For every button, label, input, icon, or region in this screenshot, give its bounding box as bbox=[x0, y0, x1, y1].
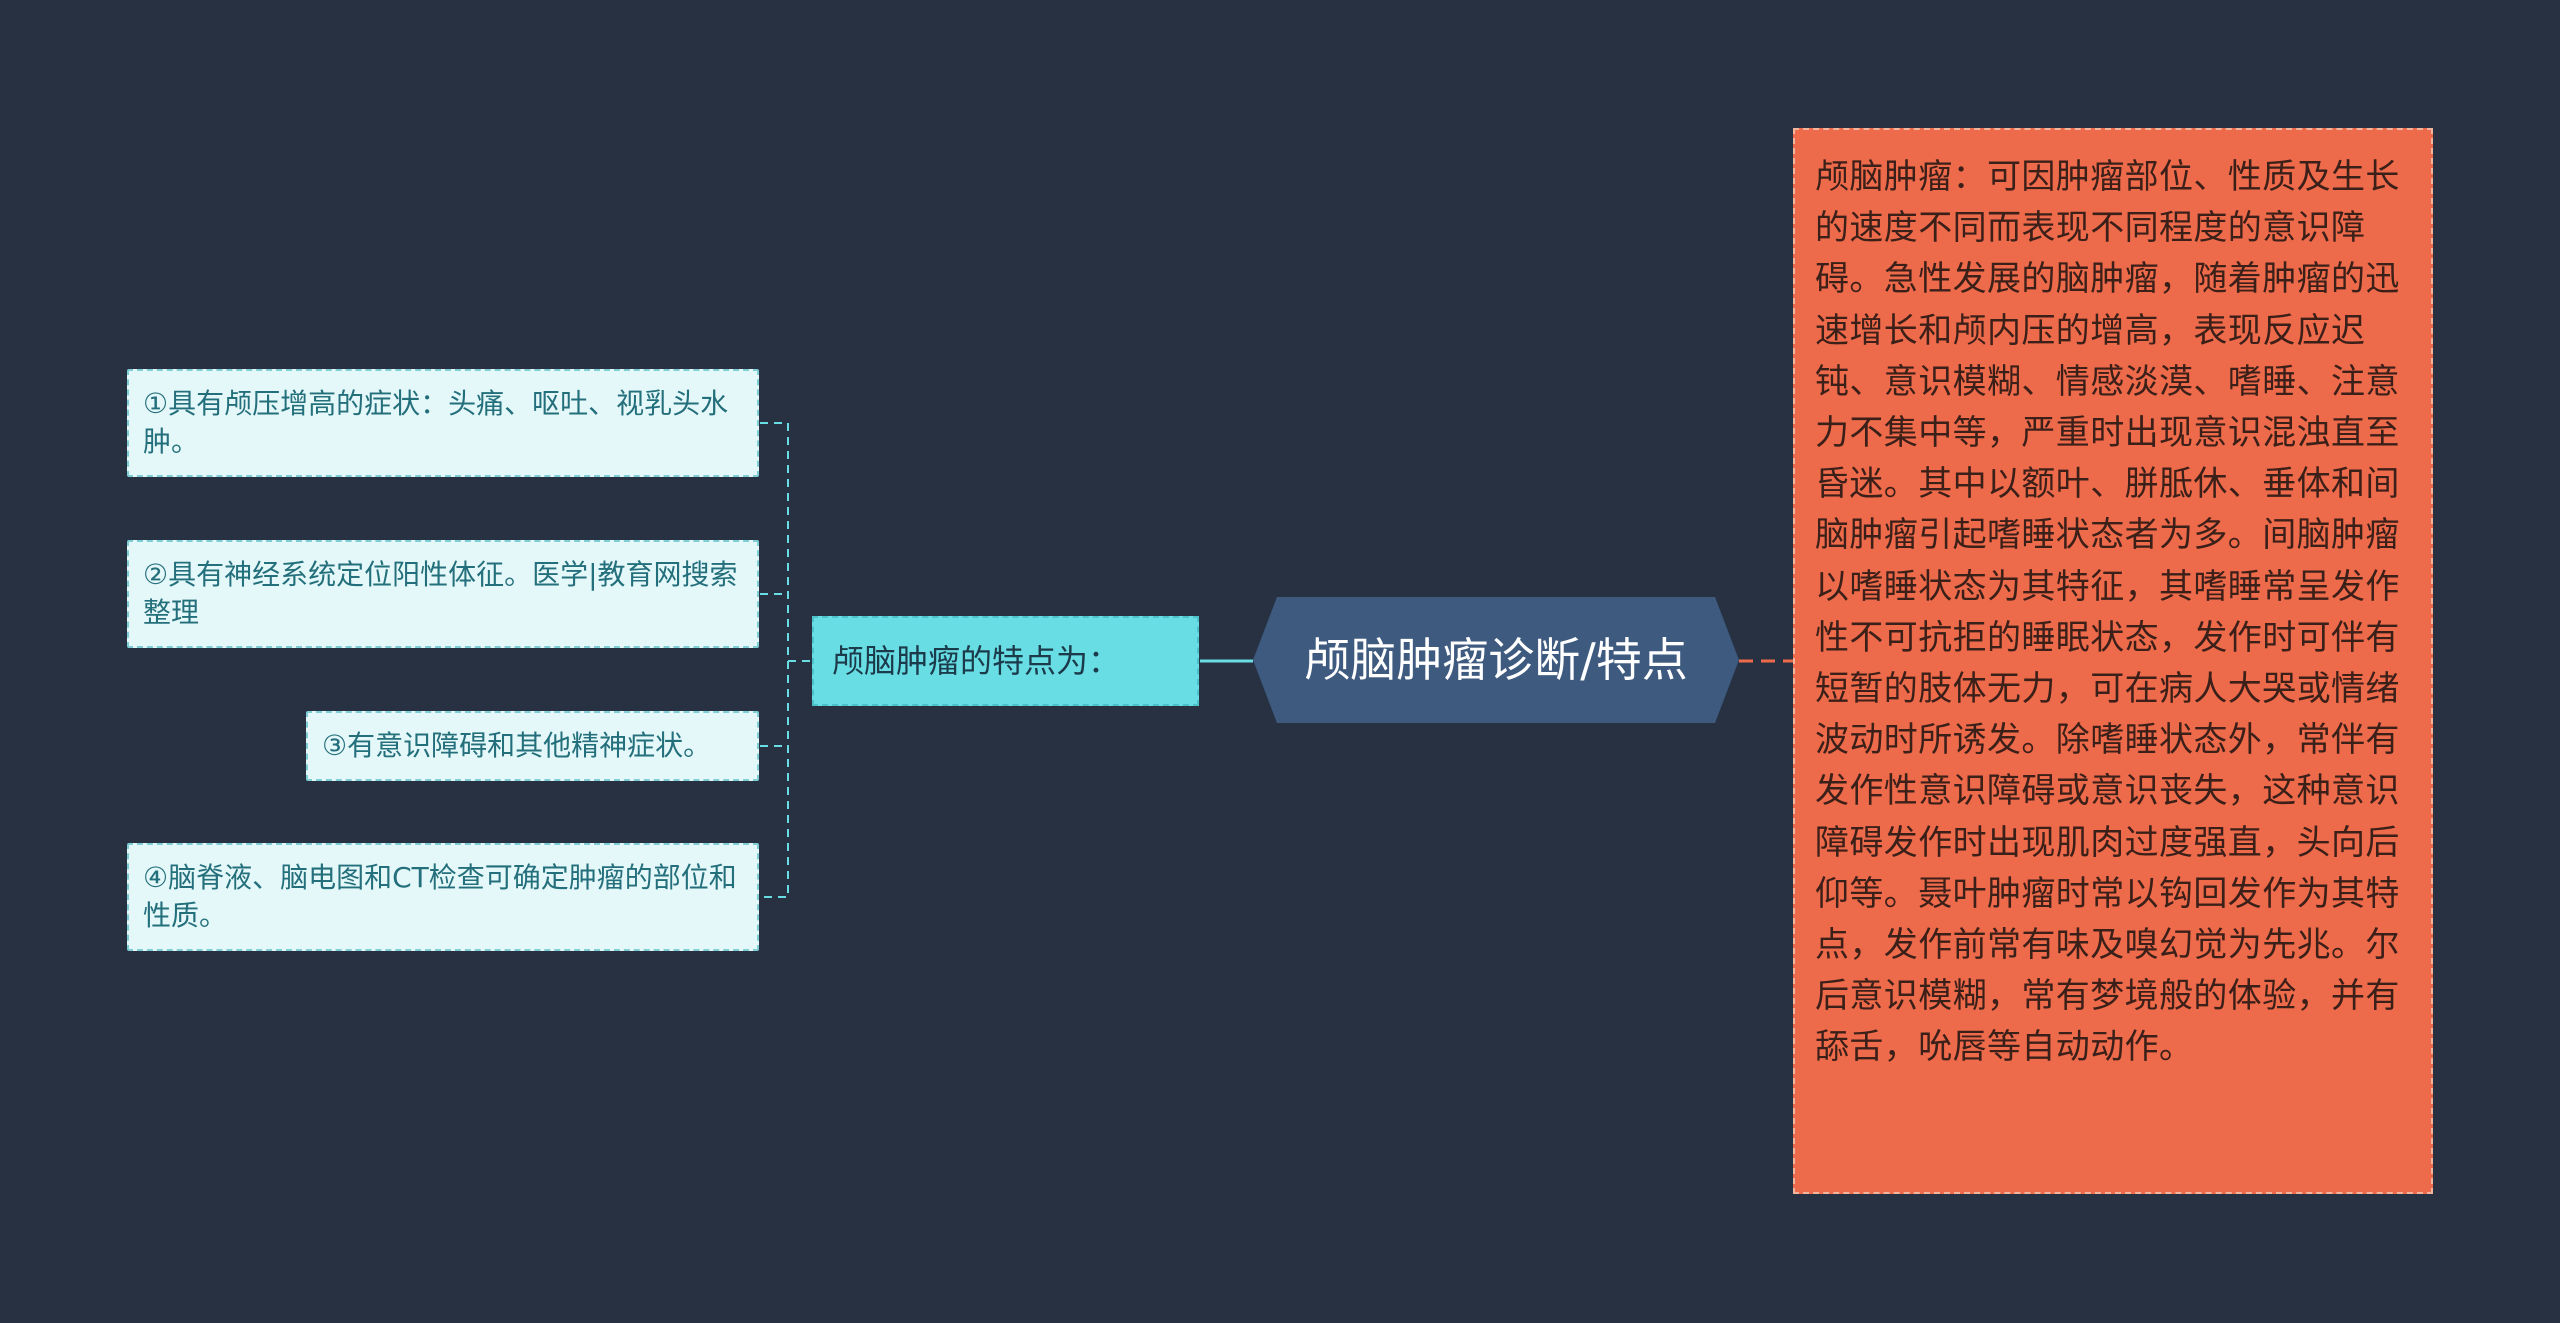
leaf-text-3: ③有意识障碍和其他精神症状。 bbox=[322, 729, 712, 762]
leaf-text-1: ①具有颅压增高的症状：头痛、呕吐、视乳头水肿。 bbox=[143, 387, 729, 458]
branch-label: 颅脑肿瘤的特点为： bbox=[832, 642, 1121, 680]
leaf-node-1[interactable]: ①具有颅压增高的症状：头痛、呕吐、视乳头水肿。 bbox=[127, 369, 759, 477]
detail-text: 颅脑肿瘤：可因肿瘤部位、性质及生长的速度不同而表现不同程度的意识障碍。急性发展的… bbox=[1815, 157, 2400, 1068]
connector-leaves-branch bbox=[760, 422, 812, 898]
leaf-node-2[interactable]: ②具有神经系统定位阳性体征。医学|教育网搜索整理 bbox=[127, 540, 759, 648]
root-node[interactable]: 颅脑肿瘤诊断/特点 bbox=[1253, 597, 1739, 723]
leaf-text-4: ④脑脊液、脑电图和CT检查可确定肿瘤的部位和性质。 bbox=[143, 861, 737, 932]
detail-node[interactable]: 颅脑肿瘤：可因肿瘤部位、性质及生长的速度不同而表现不同程度的意识障碍。急性发展的… bbox=[1793, 128, 2433, 1194]
leaf-text-2: ②具有神经系统定位阳性体征。医学|教育网搜索整理 bbox=[143, 558, 738, 629]
leaf-node-4[interactable]: ④脑脊液、脑电图和CT检查可确定肿瘤的部位和性质。 bbox=[127, 843, 759, 951]
root-node-shape bbox=[1253, 597, 1739, 723]
branch-node[interactable]: 颅脑肿瘤的特点为： bbox=[812, 616, 1199, 706]
root-title: 颅脑肿瘤诊断/特点 bbox=[1304, 633, 1688, 687]
leaf-node-3[interactable]: ③有意识障碍和其他精神症状。 bbox=[306, 711, 759, 781]
